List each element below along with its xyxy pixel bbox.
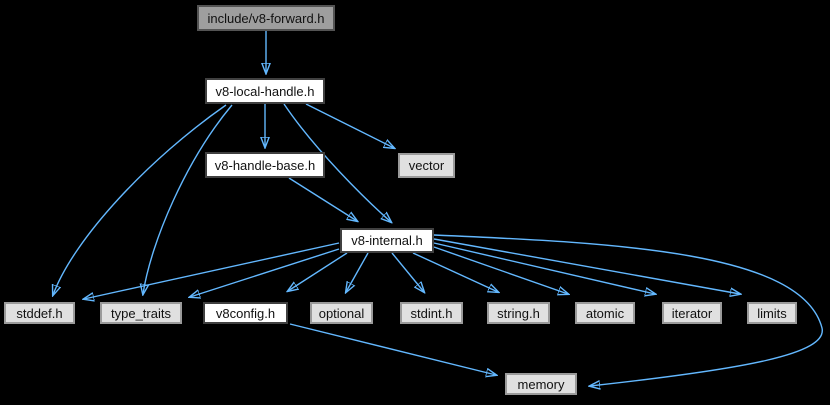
edge-internal-to-stddef	[84, 242, 340, 299]
edge-internal-to-v8config	[288, 252, 348, 291]
edge-internal-to-type-traits	[190, 248, 340, 297]
edge-internal-to-optional	[346, 252, 369, 292]
edge-internal-to-limits	[433, 238, 740, 294]
node-v8config-h[interactable]: v8config.h	[203, 302, 288, 324]
edge-internal-to-stdint	[391, 252, 424, 292]
edge-internal-to-iterator	[433, 242, 655, 294]
node-vector: vector	[398, 153, 455, 178]
node-type-traits: type_traits	[100, 302, 182, 324]
edge-local-handle-to-type-traits	[143, 104, 233, 294]
node-v8-local-handle-h[interactable]: v8-local-handle.h	[205, 78, 325, 104]
node-atomic: atomic	[575, 302, 635, 324]
node-optional: optional	[310, 302, 373, 324]
node-include-v8-forward-h: include/v8-forward.h	[197, 5, 335, 31]
edge-local-handle-to-internal	[283, 103, 391, 222]
node-iterator: iterator	[662, 302, 722, 324]
node-memory: memory	[505, 373, 577, 395]
edge-internal-to-string	[412, 252, 498, 292]
node-v8-internal-h[interactable]: v8-internal.h	[340, 228, 434, 253]
node-string-h: string.h	[487, 302, 550, 324]
edge-local-handle-to-vector	[305, 103, 394, 148]
node-limits: limits	[747, 302, 797, 324]
edge-internal-to-memory	[433, 234, 823, 386]
edge-handle-base-to-internal	[288, 177, 357, 221]
node-stdint-h: stdint.h	[400, 302, 463, 324]
edge-local-handle-to-stddef	[53, 104, 227, 295]
node-v8-handle-base-h[interactable]: v8-handle-base.h	[205, 152, 325, 178]
edge-v8config-to-memory	[289, 323, 496, 375]
edge-internal-to-atomic	[433, 246, 568, 294]
node-stddef-h: stddef.h	[4, 302, 75, 324]
